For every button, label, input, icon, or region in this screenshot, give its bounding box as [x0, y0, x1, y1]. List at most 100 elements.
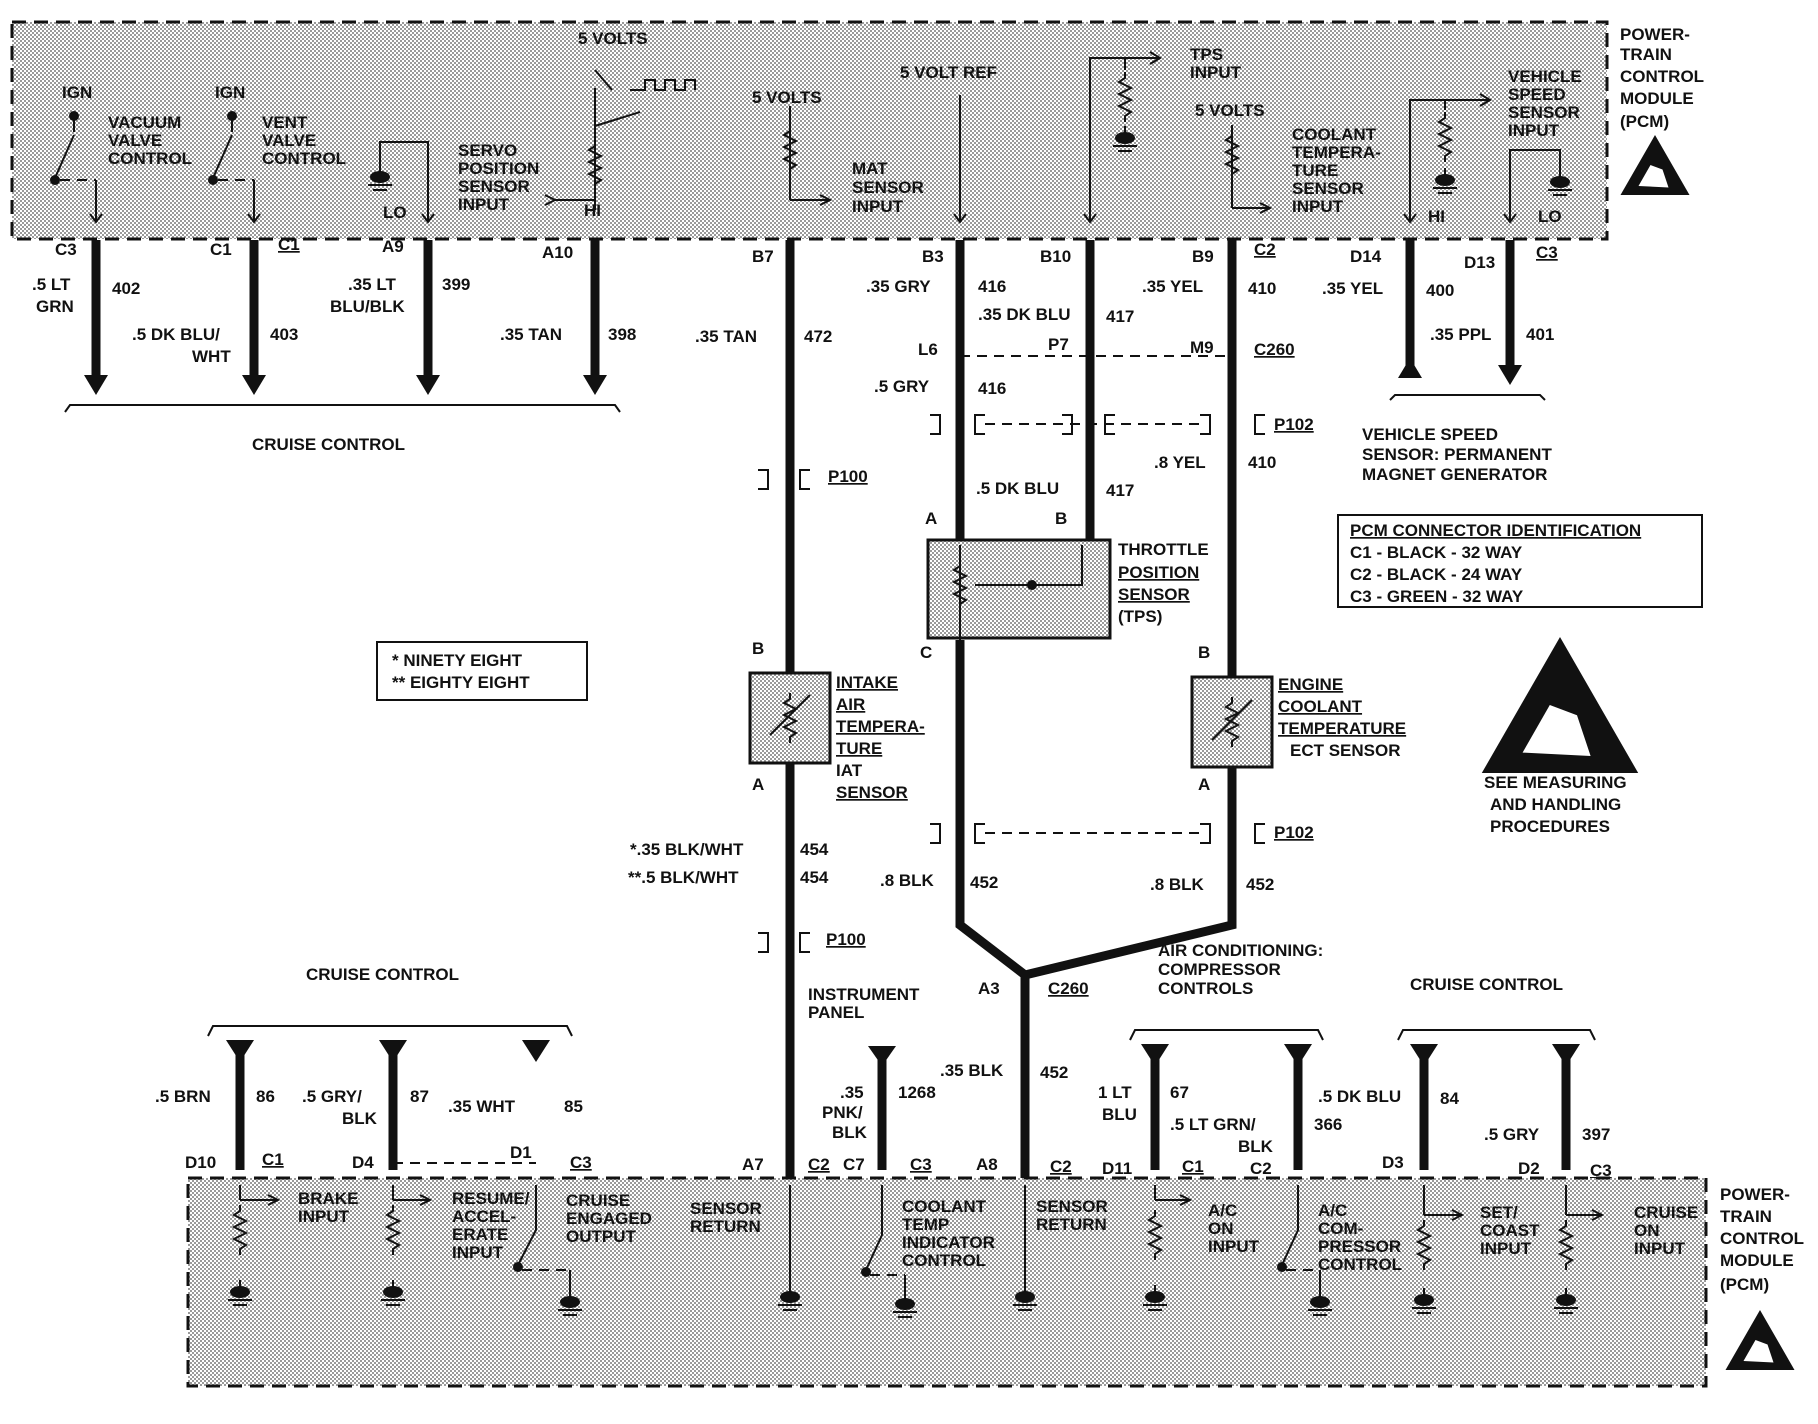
svg-text:.5 GRY: .5 GRY	[1484, 1125, 1540, 1144]
svg-text:.35 YEL: .35 YEL	[1142, 277, 1203, 296]
svg-text:POSITION: POSITION	[1118, 563, 1199, 582]
svg-text:VALVE: VALVE	[262, 131, 316, 150]
svg-text:SERVO: SERVO	[458, 141, 517, 160]
svg-text:INPUT: INPUT	[1190, 63, 1242, 82]
svg-text:TEMPERA-: TEMPERA-	[1292, 143, 1381, 162]
pcm-top-label: POWER- TRAIN CONTROL MODULE (PCM)	[1620, 25, 1704, 131]
svg-text:BLK: BLK	[342, 1109, 378, 1128]
esd-warning-icon	[1481, 637, 1639, 773]
svg-text:MAT: MAT	[852, 159, 888, 178]
pcm-top-box	[10, 20, 1609, 241]
svg-text:LO: LO	[1538, 207, 1562, 226]
mid-labels-lower: *.35 BLK/WHT 454 **.5 BLK/WHT 454 .8 BLK…	[628, 425, 1552, 1082]
svg-text:67: 67	[1170, 1083, 1189, 1102]
svg-text:P100: P100	[828, 467, 868, 486]
svg-text:P7: P7	[1048, 335, 1069, 354]
svg-text:AND HANDLING: AND HANDLING	[1490, 795, 1621, 814]
svg-text:C2: C2	[1250, 1159, 1272, 1178]
bottom-wires	[226, 1040, 1580, 1170]
svg-text:399: 399	[442, 275, 470, 294]
top-labels: IGN IGN VACUUM VALVE CONTROL VENT VALVE …	[62, 29, 1582, 226]
svg-text:398: 398	[608, 325, 636, 344]
svg-text:417: 417	[1106, 307, 1134, 326]
top-pin-labels: C3 C1 C1 A9 A10 B7 B3 B10 B9 C2 D14 D13 …	[55, 235, 1558, 272]
svg-text:400: 400	[1426, 281, 1454, 300]
svg-text:CRUISE: CRUISE	[566, 1191, 630, 1210]
svg-text:A: A	[925, 509, 937, 528]
svg-text:PROCEDURES: PROCEDURES	[1490, 817, 1610, 836]
svg-text:BLU: BLU	[1102, 1105, 1137, 1124]
svg-text:.5 DK BLU: .5 DK BLU	[1318, 1087, 1401, 1106]
svg-text:5 VOLTS: 5 VOLTS	[1195, 101, 1265, 120]
svg-text:A7: A7	[742, 1155, 764, 1174]
svg-text:C3: C3	[1536, 243, 1558, 262]
svg-text:CONTROLS: CONTROLS	[1158, 979, 1253, 998]
svg-text:.5 LT: .5 LT	[32, 275, 71, 294]
svg-text:D4: D4	[352, 1153, 374, 1172]
svg-text:SENSOR: SENSOR	[1508, 103, 1580, 122]
svg-text:A/C: A/C	[1318, 1201, 1347, 1220]
svg-text:INDICATOR: INDICATOR	[902, 1233, 995, 1252]
svg-text:C260: C260	[1048, 979, 1089, 998]
svg-text:CONTROL: CONTROL	[262, 149, 346, 168]
svg-text:TEMPERA-: TEMPERA-	[836, 717, 925, 736]
svg-text:SENSOR: PERMANENT: SENSOR: PERMANENT	[1362, 445, 1552, 464]
svg-text:AIR CONDITIONING:: AIR CONDITIONING:	[1158, 941, 1323, 960]
svg-text:SENSOR: SENSOR	[1118, 585, 1190, 604]
legend-line-1: * NINETY EIGHT	[392, 651, 523, 670]
svg-text:WHT: WHT	[192, 347, 231, 366]
svg-text:ECT SENSOR: ECT SENSOR	[1290, 741, 1401, 760]
svg-text:417: 417	[1106, 481, 1134, 500]
svg-text:410: 410	[1248, 453, 1276, 472]
vacuum-valve-switch	[50, 111, 97, 222]
svg-text:HI: HI	[584, 201, 601, 220]
svg-text:COM-: COM-	[1318, 1219, 1363, 1238]
svg-text:.35 GRY: .35 GRY	[866, 277, 931, 296]
svg-text:B9: B9	[1192, 247, 1214, 266]
svg-text:MODULE: MODULE	[1720, 1251, 1794, 1270]
svg-text:452: 452	[1246, 875, 1274, 894]
svg-text:CRUISE: CRUISE	[1634, 1203, 1698, 1222]
tps-sensor	[926, 538, 1112, 640]
legend-box	[376, 641, 588, 701]
svg-text:C2 - BLACK - 24 WAY: C2 - BLACK - 24 WAY	[1350, 565, 1523, 584]
svg-text:L6: L6	[918, 340, 938, 359]
svg-text:ON: ON	[1208, 1219, 1234, 1238]
svg-text:D3: D3	[1382, 1153, 1404, 1172]
svg-text:401: 401	[1526, 325, 1554, 344]
bottom-wire-labels: .5 BRN 86 .5 GRY/ BLK 87 .35 WHT 85 .35 …	[155, 1083, 1610, 1156]
svg-text:A10: A10	[542, 243, 573, 262]
svg-text:.35 YEL: .35 YEL	[1322, 279, 1383, 298]
svg-text:LO: LO	[383, 203, 407, 222]
svg-text:C1: C1	[262, 1150, 284, 1169]
svg-text:CONTROL: CONTROL	[1720, 1229, 1804, 1248]
svg-text:.35 WHT: .35 WHT	[448, 1097, 516, 1116]
svg-text:366: 366	[1314, 1115, 1342, 1134]
iat-labels: INTAKE AIR TEMPERA- TURE IAT SENSOR B A	[752, 639, 925, 802]
svg-text:.5 DK BLU/: .5 DK BLU/	[132, 325, 220, 344]
svg-text:BLU/BLK: BLU/BLK	[330, 297, 405, 316]
top-wires	[84, 240, 1522, 670]
svg-text:INPUT: INPUT	[1292, 197, 1344, 216]
svg-text:SENSOR: SENSOR	[836, 783, 908, 802]
svg-text:CONTROL: CONTROL	[902, 1251, 986, 1270]
svg-text:ACCEL-: ACCEL-	[452, 1207, 516, 1226]
svg-text:ENGINE: ENGINE	[1278, 675, 1343, 694]
svg-text:C1: C1	[1182, 1157, 1204, 1176]
svg-text:SENSOR: SENSOR	[852, 178, 924, 197]
svg-text:VENT: VENT	[262, 113, 308, 132]
svg-text:B10: B10	[1040, 247, 1071, 266]
svg-text:D11: D11	[1102, 1159, 1132, 1178]
svg-text:INPUT: INPUT	[1634, 1239, 1686, 1258]
svg-text:TEMPERATURE: TEMPERATURE	[1278, 719, 1406, 738]
svg-text:VALVE: VALVE	[108, 131, 162, 150]
svg-text:RETURN: RETURN	[1036, 1215, 1107, 1234]
svg-text:INPUT: INPUT	[458, 195, 510, 214]
vent-valve-switch	[208, 111, 255, 222]
svg-text:SET/: SET/	[1480, 1203, 1518, 1222]
esd-icon-bottom	[1725, 1310, 1795, 1370]
svg-text:.35 PPL: .35 PPL	[1430, 325, 1491, 344]
svg-text:VEHICLE: VEHICLE	[1508, 67, 1582, 86]
svg-text:A8: A8	[976, 1155, 998, 1174]
